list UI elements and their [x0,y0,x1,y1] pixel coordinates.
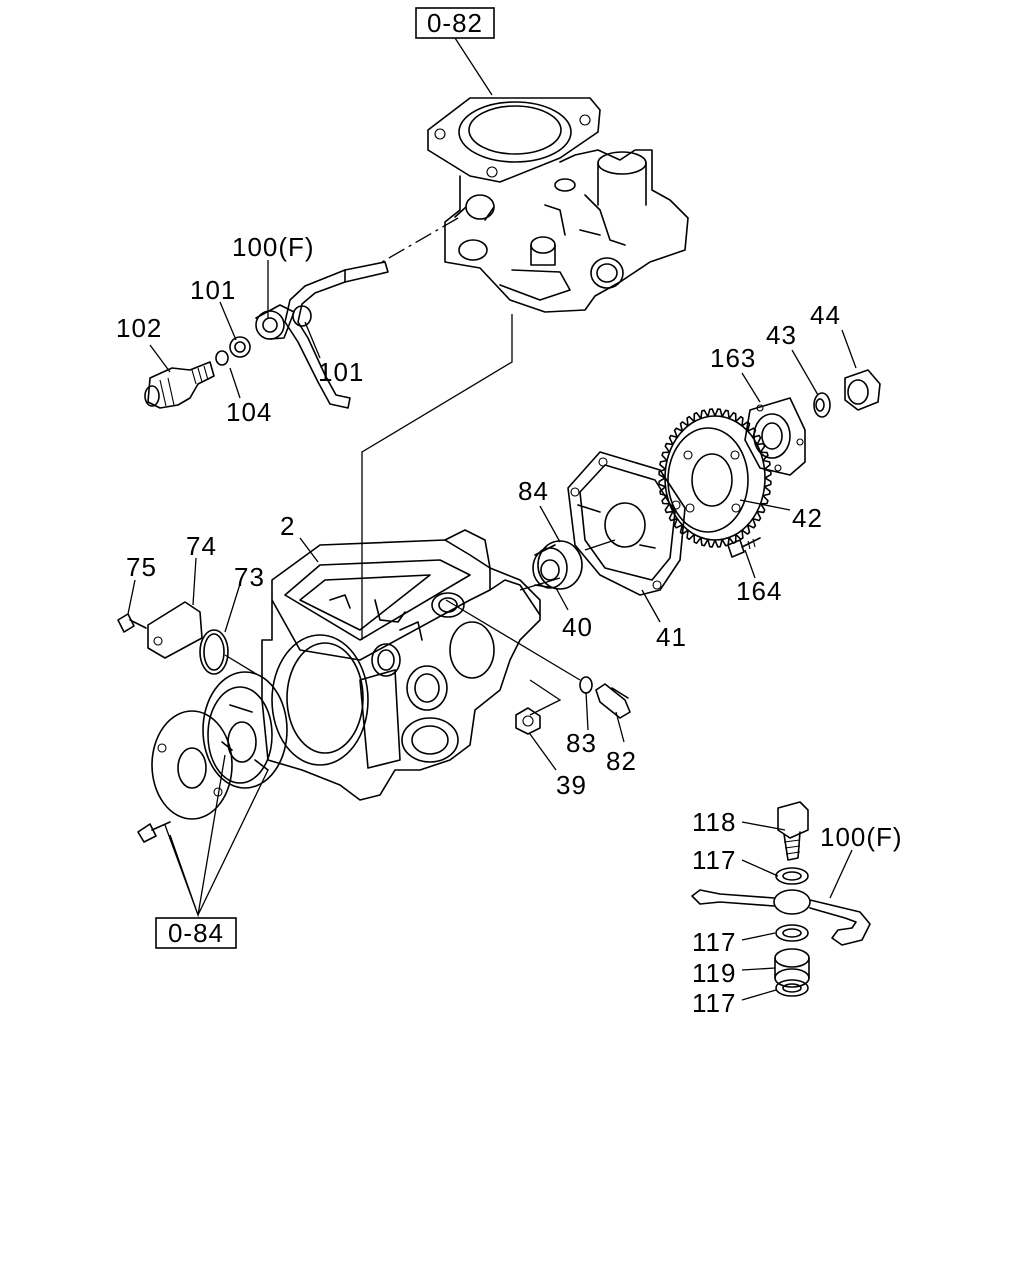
label-164: 164 [736,576,782,606]
label-117-b: 117 [692,927,736,957]
label-101-a: 101 [190,275,236,305]
label-119: 119 [692,958,736,988]
ref-box-top[interactable]: 0-82 [415,7,495,39]
washer-43 [813,392,831,418]
o-ring-73 [199,629,229,675]
plug-bolt-82 [595,683,631,719]
leader-39-line [529,679,562,716]
label-100f-bottom: 100(F) [820,822,903,852]
hub-163 [744,397,806,476]
part-labels: 100(F) 101 101 102 104 163 43 44 42 164 … [116,232,903,1018]
leader-ref-bottom [164,754,269,918]
screw-75 [117,613,147,633]
bolt-164 [727,537,761,558]
nut-44 [844,369,881,411]
centerline-housing-to-pump [361,314,513,640]
cover-plate-74 [147,601,203,659]
washer-117-upper [775,867,809,885]
label-104: 104 [226,397,272,427]
flange-cover-41 [567,451,686,596]
label-101-b: 101 [318,357,364,387]
label-73: 73 [234,562,265,592]
label-40: 40 [562,612,593,642]
label-84: 84 [518,476,549,506]
banjo-bolt-118 [777,801,809,861]
nut-39 [515,707,541,735]
label-163: 163 [710,343,756,373]
overflow-pipe-top [215,261,389,409]
bearing-40 [532,540,583,590]
leader-73-line [224,654,259,676]
label-2: 2 [280,511,295,541]
label-83: 83 [566,728,597,758]
spacer-119 [774,948,810,988]
overflow-valve-102 [144,361,215,409]
ref-top-text: 0-82 [427,8,483,38]
pump-body [261,529,541,801]
leader-83-line [445,599,581,681]
label-102: 102 [116,313,162,343]
label-82: 82 [606,746,637,776]
gear-teeth [658,408,772,548]
washer-117-middle [775,924,809,942]
washer-117-lower [775,979,809,997]
label-118: 118 [692,807,736,837]
screw-coupling [137,821,171,843]
label-74: 74 [186,531,217,561]
ref-bottom-text: 0-84 [168,918,224,948]
label-leaders [127,260,857,1001]
coupling-flanges [151,671,288,820]
centerline-pipe [381,217,459,263]
banjo-pipe-100f [691,889,871,946]
ref-box-bottom[interactable]: 0-84 [155,917,237,949]
label-41: 41 [656,622,687,652]
upper-housing [427,97,689,313]
o-ring-83 [579,676,593,694]
label-117-c: 117 [692,988,736,1018]
label-75: 75 [126,552,157,582]
leader-shaft [519,577,561,591]
drive-gear-42 [658,408,772,548]
leader-ref-top [454,37,493,96]
label-39: 39 [556,770,587,800]
label-42: 42 [792,503,823,533]
label-43: 43 [766,320,797,350]
label-117-a: 117 [692,845,736,875]
label-44: 44 [810,300,841,330]
label-100f-top: 100(F) [232,232,315,262]
